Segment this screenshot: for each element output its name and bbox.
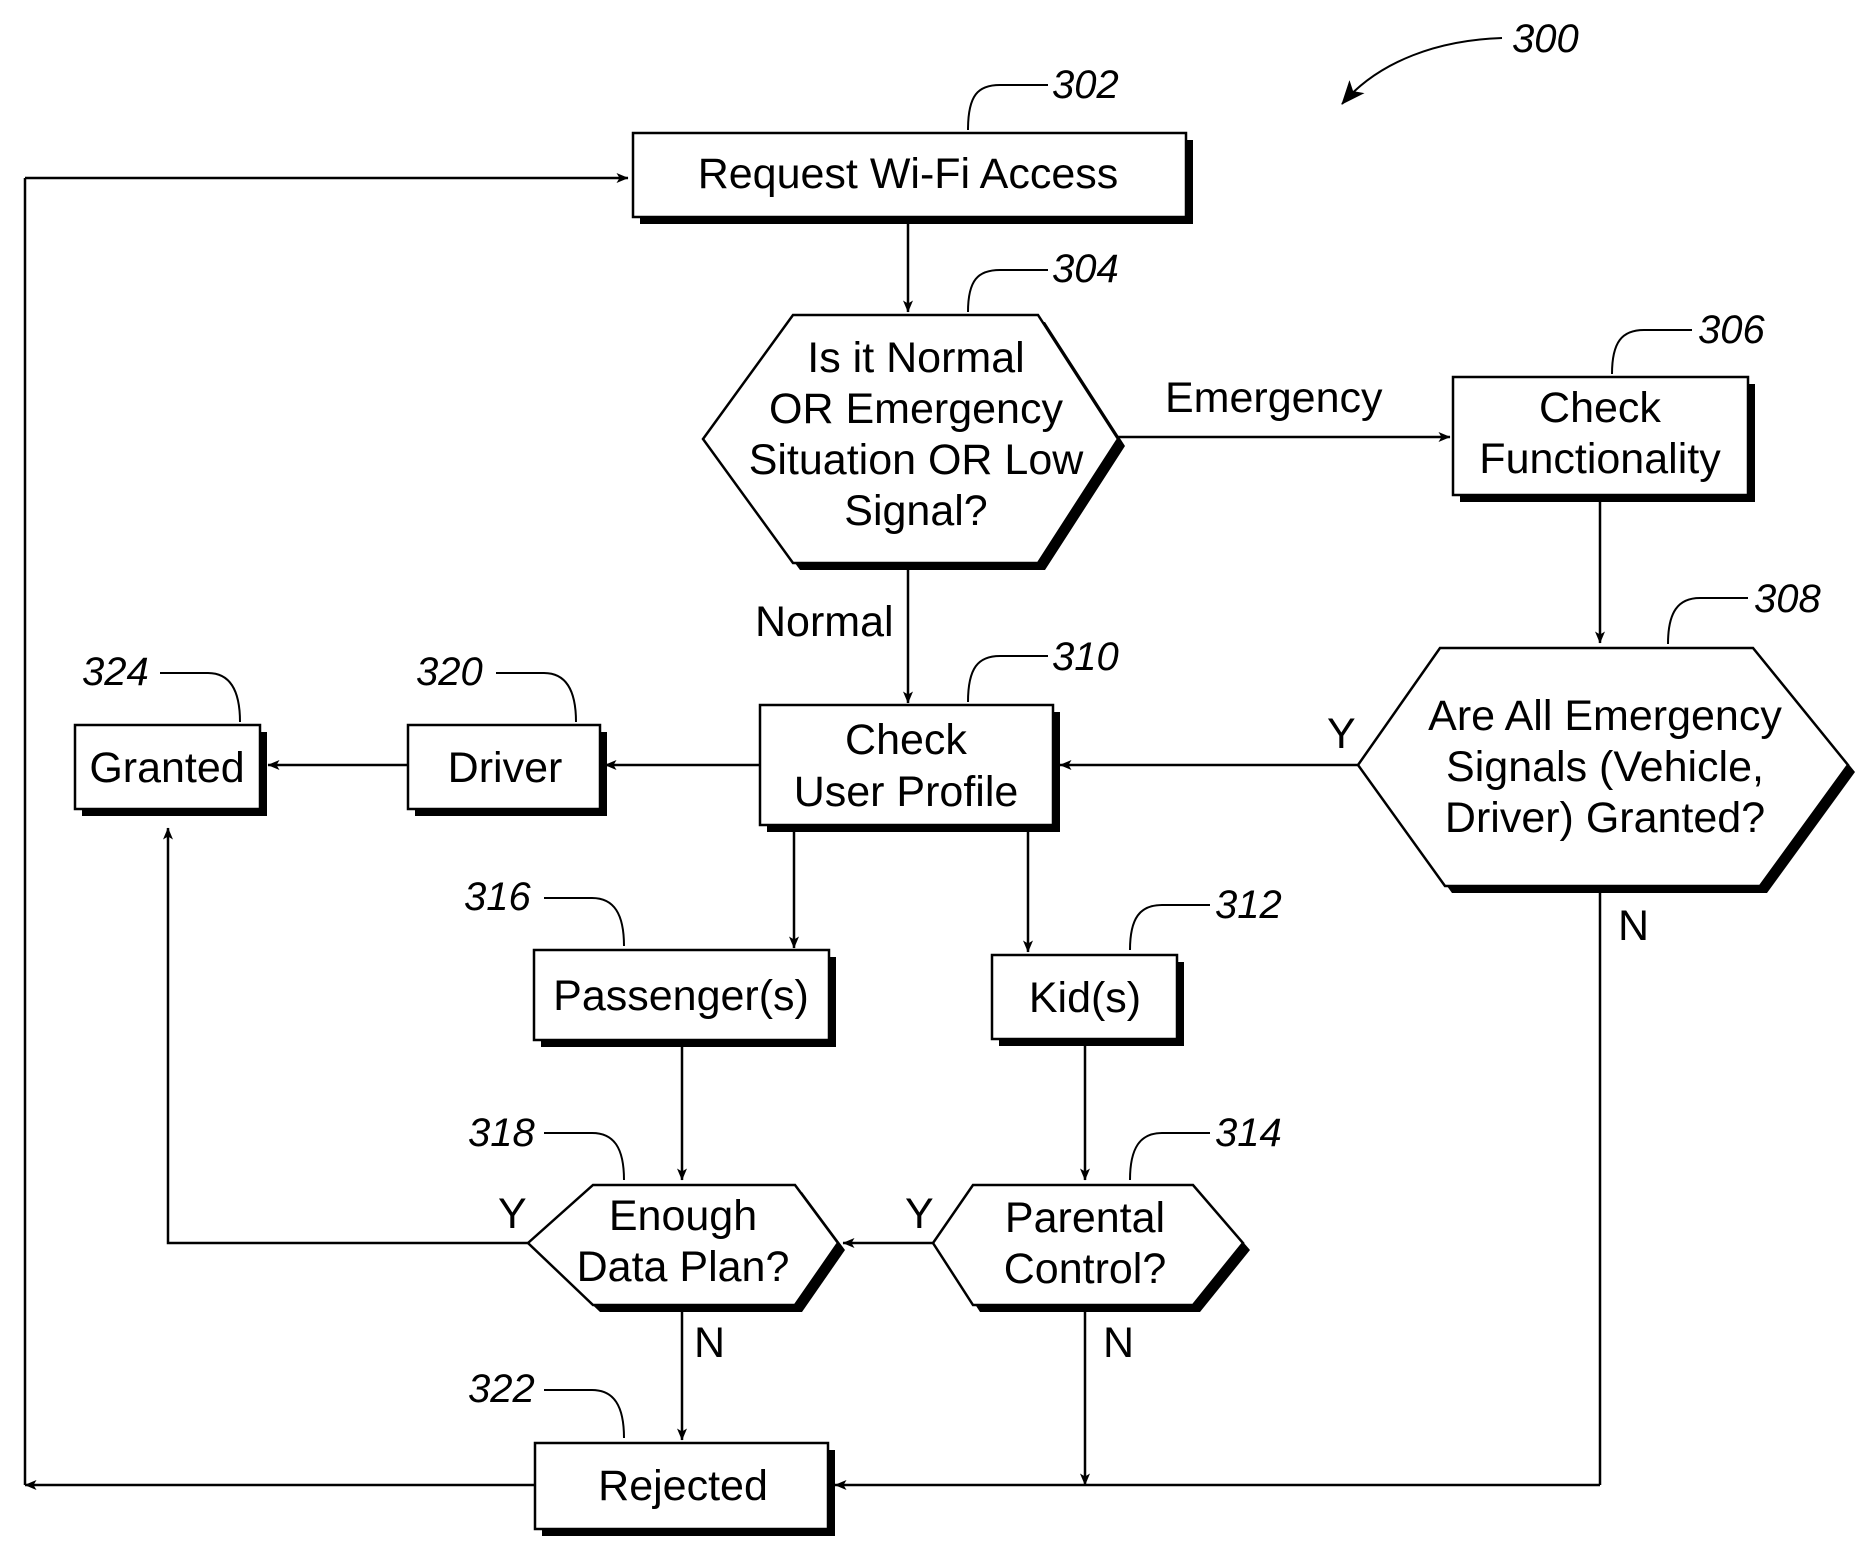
node-304-situation-decision: Is it Normal OR Emergency Situation OR L…	[703, 247, 1125, 570]
node-312-kids: Kid(s) 312	[992, 883, 1282, 1046]
node-label-line: Signals (Vehicle,	[1446, 743, 1764, 791]
node-label-line: Kid(s)	[1029, 974, 1141, 1022]
ref-number-302: 302	[1052, 63, 1119, 107]
node-label-line: Situation OR Low	[749, 436, 1085, 484]
node-322-rejected: Rejected 322	[468, 1367, 835, 1536]
node-label-line: Driver) Granted?	[1445, 794, 1765, 842]
ref-number-308: 308	[1754, 577, 1821, 621]
ref-number-322: 322	[468, 1367, 535, 1411]
ref-number-320: 320	[416, 650, 483, 694]
ref-number-318: 318	[468, 1111, 535, 1155]
ref-number-314: 314	[1215, 1111, 1282, 1155]
node-label-line: Is it Normal	[807, 334, 1024, 382]
node-324-granted: Granted 324	[75, 650, 267, 816]
node-label-line: Request Wi-Fi Access	[698, 150, 1119, 198]
edge-label-signals-no: N	[1618, 902, 1649, 950]
node-label-line: Data Plan?	[577, 1243, 790, 1291]
node-314-parental-control-decision: Parental Control? 314	[933, 1111, 1282, 1312]
edge-label-signals-yes: Y	[1327, 710, 1356, 758]
edge-label-emergency: Emergency	[1165, 374, 1383, 422]
edge-label-dataplan-no: N	[694, 1319, 725, 1367]
node-label-line: Functionality	[1479, 435, 1721, 483]
ref-number-316: 316	[464, 875, 531, 919]
edge-label-parental-yes: Y	[905, 1190, 934, 1238]
edge-label-normal: Normal	[755, 598, 894, 646]
node-label-line: Check	[845, 716, 967, 764]
node-label-line: Passenger(s)	[553, 972, 809, 1020]
node-label-line: Control?	[1004, 1245, 1167, 1293]
figure-ref-number: 300	[1512, 17, 1579, 61]
node-310-check-user-profile: Check User Profile 310	[760, 635, 1119, 832]
ref-number-304: 304	[1052, 247, 1119, 291]
node-label-line: Driver	[448, 744, 563, 792]
edge-label-dataplan-yes: Y	[498, 1190, 527, 1238]
node-label-line: Are All Emergency	[1428, 692, 1782, 740]
node-label-line: Enough	[609, 1192, 757, 1240]
ref-number-310: 310	[1052, 635, 1119, 679]
node-label-line: User Profile	[794, 768, 1019, 816]
node-label-line: Rejected	[598, 1462, 768, 1510]
ref-number-312: 312	[1215, 883, 1282, 927]
figure-ref-arrow	[1342, 38, 1502, 104]
node-306-check-functionality: Check Functionality 306	[1453, 308, 1765, 502]
ref-number-324: 324	[82, 650, 149, 694]
figure-ref-300: 300	[1342, 17, 1579, 104]
node-label-line: Parental	[1005, 1194, 1165, 1242]
node-label-line: Granted	[89, 744, 244, 792]
node-316-passengers: Passenger(s) 316	[464, 875, 836, 1047]
edge-label-parental-no: N	[1103, 1319, 1134, 1367]
node-label-line: OR Emergency	[769, 385, 1063, 433]
node-320-driver: Driver 320	[408, 650, 607, 816]
node-302-request-wifi-access: Request Wi-Fi Access 302	[633, 63, 1193, 224]
node-label-line: Signal?	[844, 487, 987, 535]
node-308-emergency-signals-decision: Are All Emergency Signals (Vehicle, Driv…	[1358, 577, 1855, 893]
ref-number-306: 306	[1698, 308, 1765, 352]
node-label-line: Check	[1539, 384, 1661, 432]
